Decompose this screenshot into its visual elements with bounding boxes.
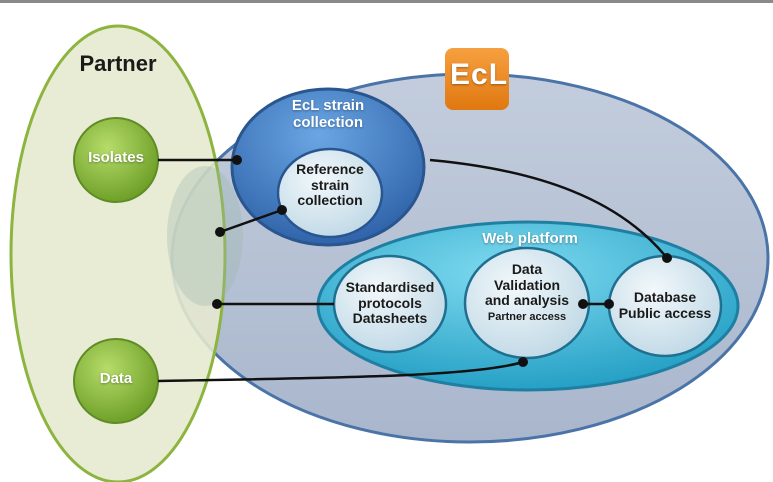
partner-to-reference-line: [219, 208, 283, 234]
validation-line2: Validation: [493, 276, 561, 293]
protocols-line3: Datasheets: [352, 310, 428, 327]
database-label: Database Public access: [610, 289, 720, 321]
protocols-line1: Standardised: [345, 279, 435, 295]
data-label: Data: [99, 370, 133, 387]
connector-dot: [277, 205, 287, 215]
database-line2: Public access: [618, 304, 712, 321]
ecl-strain-collection-line2: collection: [292, 113, 363, 131]
ecl-logo-text: EcL: [450, 58, 509, 91]
collection-to-database-line: [429, 158, 668, 259]
ecl-strain-collection-line1: EcL strain: [291, 97, 365, 114]
reference-strain-collection-ellipse: [276, 147, 384, 239]
ecl-strain-collection-title: EcL strain collection: [258, 97, 398, 132]
web-platform-title: Web platform: [482, 230, 578, 247]
protocols-label: Standardised protocols Datasheets: [334, 279, 446, 327]
connector-dot: [232, 155, 242, 165]
reference-line2: strain: [310, 176, 350, 193]
connector-dot: [578, 299, 588, 309]
isolates-label: Isolates: [88, 149, 144, 166]
database-line1: Database: [633, 289, 697, 305]
validation-line1: Data: [511, 261, 543, 277]
ecl-logo: [445, 48, 509, 110]
connector-dot: [212, 299, 222, 309]
protocols-line2: protocols: [358, 294, 422, 311]
partner-title: Partner: [79, 51, 157, 76]
top-border: [0, 0, 773, 3]
connector-dot: [604, 299, 614, 309]
connector-dot: [215, 227, 225, 237]
overlap-highlight: [167, 166, 243, 306]
validation-line3: and analysis: [484, 292, 570, 309]
connector-dot: [662, 253, 672, 263]
reference-strain-collection-label: Reference strain collection: [280, 161, 380, 209]
reference-line3: collection: [297, 192, 363, 209]
data-validation-label: Data Validation and analysis Partner acc…: [468, 261, 586, 324]
connector-dot: [518, 357, 528, 367]
data-to-validation-line: [157, 360, 524, 383]
partner-ellipse: [9, 24, 227, 482]
connector-dots: [212, 155, 672, 367]
reference-line1: Reference: [296, 161, 364, 177]
validation-line4: Partner access: [487, 311, 567, 324]
